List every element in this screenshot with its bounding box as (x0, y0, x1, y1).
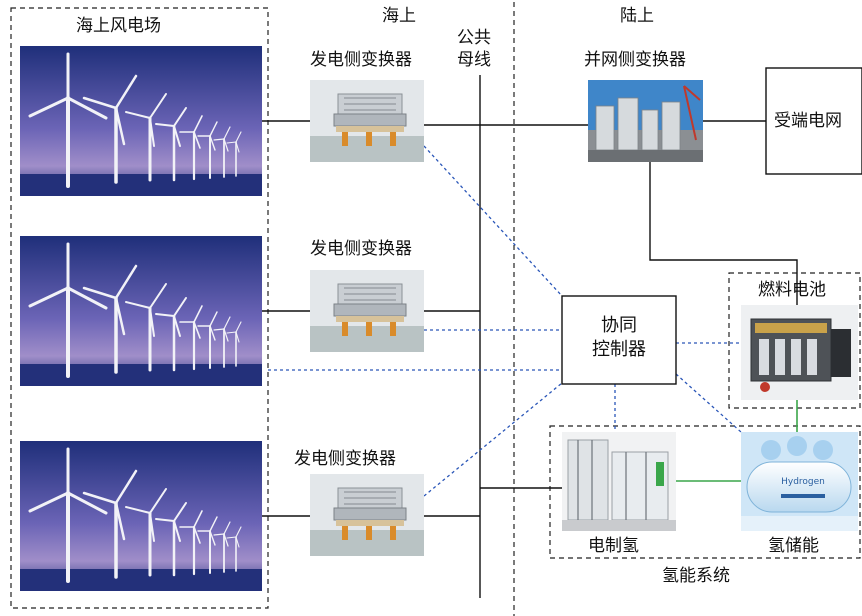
grid-converter-label: 并网侧变换器 (584, 50, 686, 70)
controller-label-line2: 控制器 (592, 339, 646, 360)
gen-converter-photo-2 (310, 270, 424, 352)
gen-converter-photo-3 (310, 474, 424, 556)
onshore-label: 陆上 (620, 6, 654, 26)
offshore-label: 海上 (382, 6, 416, 26)
gen-converter-label-3: 发电侧变换器 (294, 449, 396, 469)
wind-farm-photo-3 (20, 441, 262, 591)
electrolysis-label: 电制氢 (588, 536, 639, 556)
grid-converter-photo (588, 80, 703, 162)
common-bus-label-line2: 母线 (457, 50, 491, 70)
offshore-platform-image (310, 474, 424, 556)
controller-label: 协同 控制器 (562, 314, 676, 362)
controller-label-line1: 协同 (601, 315, 637, 336)
controller-box (561, 295, 677, 385)
receiving-grid-label: 受端电网 (774, 111, 842, 131)
wind-farm-photo-1 (20, 46, 262, 196)
wind-farm-region (10, 7, 269, 609)
fuel-cell-region (728, 272, 861, 409)
receiving-grid-box (765, 67, 862, 175)
gen-converter-label-1: 发电侧变换器 (310, 50, 412, 70)
fuel-cell-label: 燃料电池 (758, 280, 826, 300)
wind-farm-label: 海上风电场 (76, 16, 161, 36)
wind-turbines-image (20, 441, 262, 591)
gen-converter-label-2: 发电侧变换器 (310, 239, 412, 259)
power-lines (262, 75, 798, 598)
offshore-platform-image (310, 270, 424, 352)
hydrogen-system-region (549, 425, 861, 559)
hydrogen-system-label: 氢能系统 (662, 566, 730, 586)
wind-farm-photo-2 (20, 236, 262, 386)
fuel-cell-photo (741, 305, 858, 400)
fuel-cell-image (741, 305, 858, 400)
wind-turbines-image (20, 46, 262, 196)
hydrogen-tank-image: Hydrogen (741, 432, 858, 531)
substation-image (588, 80, 703, 162)
gen-converter-photo-1 (310, 80, 424, 162)
hydrogen-links (676, 400, 798, 482)
electrolysis-photo (562, 432, 676, 531)
hydrogen-storage-label: 氢储能 (768, 536, 819, 556)
electrolyzer-image (562, 432, 676, 531)
common-bus-label-line1: 公共 (457, 28, 491, 48)
tank-hydrogen-text: Hydrogen (781, 477, 825, 487)
offshore-platform-image (310, 80, 424, 162)
hydrogen-storage-photo: Hydrogen (741, 432, 858, 531)
control-lines (268, 145, 742, 497)
wind-turbines-image (20, 236, 262, 386)
